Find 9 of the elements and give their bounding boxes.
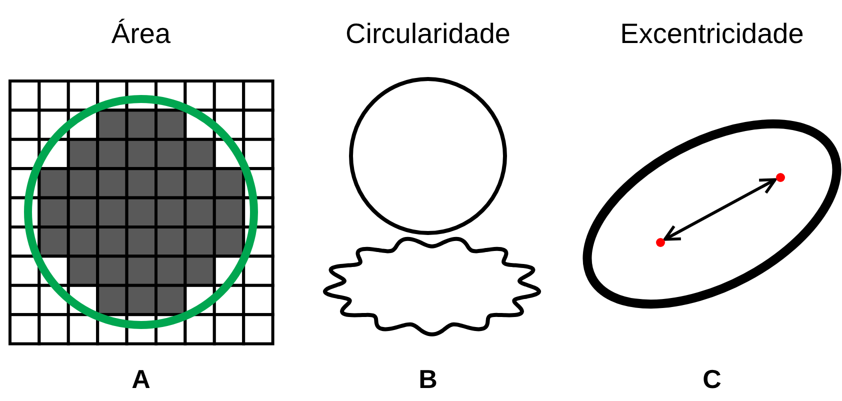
panel-title: Excentricidade — [620, 18, 804, 50]
double-arrow — [663, 178, 777, 241]
panel-letter: C — [702, 364, 722, 395]
panel-title: Circularidade — [346, 18, 510, 50]
panel-letter: B — [418, 364, 438, 395]
panel-letter: A — [132, 364, 150, 395]
focus-dot — [776, 172, 784, 182]
panel-title: Área — [111, 18, 171, 50]
focus-dot — [656, 238, 664, 246]
